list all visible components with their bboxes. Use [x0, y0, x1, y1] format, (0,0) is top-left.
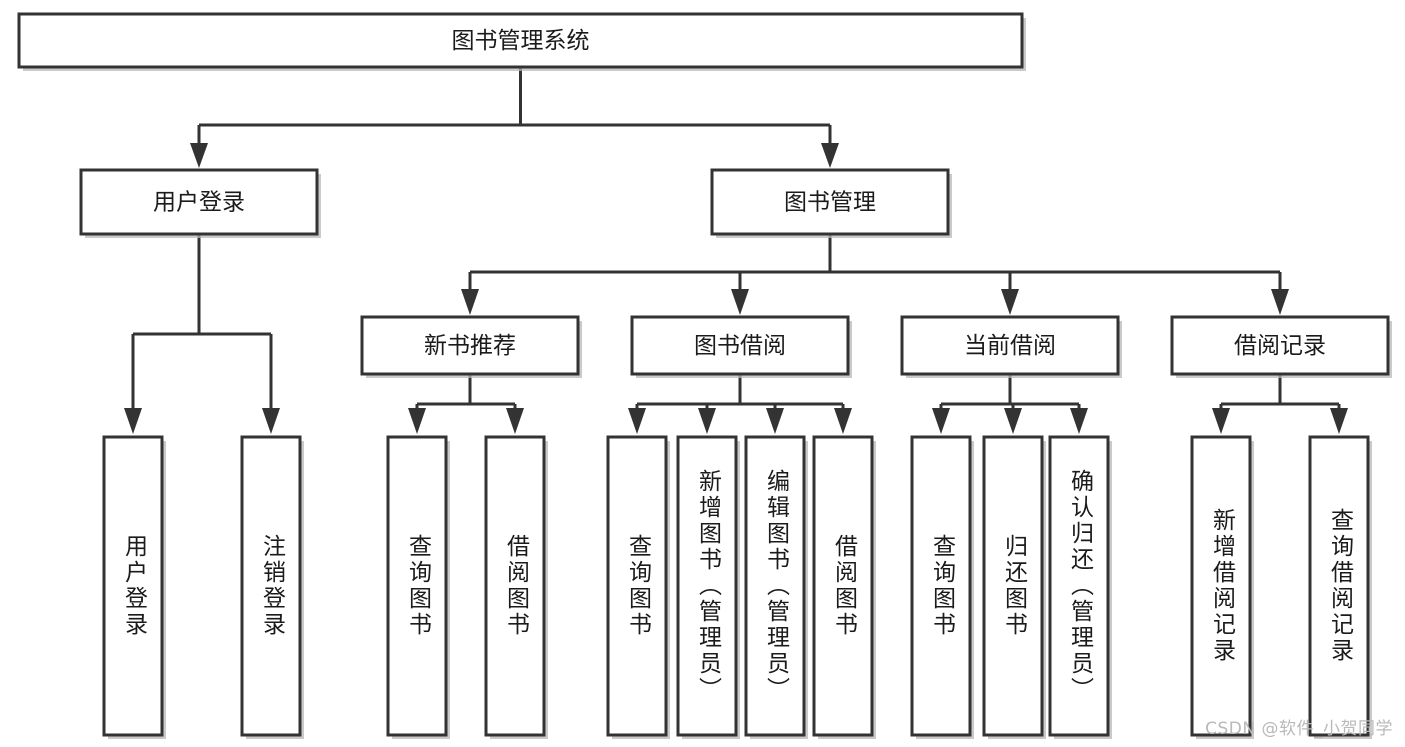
watermark-text: CSDN @软件_小贺同学 — [1205, 719, 1393, 739]
node-box-leaf-borrow-book-rec[interactable] — [484, 435, 546, 737]
connector-group-new-book-recommend — [408, 374, 524, 434]
node-box-leaf-user-login[interactable] — [102, 435, 164, 737]
arrow-to-book-borrow — [731, 289, 749, 315]
arrow-to-leaf-return-book — [1004, 408, 1022, 434]
node-box-leaf-add-borrow-record[interactable] — [1190, 435, 1252, 737]
arrow-to-leaf-query-book-current — [932, 408, 950, 434]
arrow-to-current-borrow — [1001, 289, 1019, 315]
arrow-root-to-user-login — [190, 143, 208, 168]
arrow-to-leaf-confirm-return — [1070, 408, 1088, 434]
node-box-leaf-user-logout[interactable] — [240, 435, 302, 737]
arrow-to-new-book-recommend — [461, 289, 479, 315]
node-label-book-management: 图书管理 — [784, 190, 876, 216]
node-box-user-login[interactable] — [79, 168, 319, 236]
node-box-book-borrow[interactable] — [630, 315, 850, 376]
node-box-current-borrow[interactable] — [900, 315, 1120, 376]
connector-group-user-login — [124, 234, 280, 434]
node-box-leaf-add-book[interactable] — [676, 435, 738, 737]
node-box-leaf-borrow-book[interactable] — [812, 435, 874, 737]
node-box-layer — [17, 12, 1392, 739]
arrow-to-borrow-records — [1271, 289, 1289, 315]
arrow-to-leaf-add-book — [698, 408, 716, 434]
node-box-leaf-query-book-current[interactable] — [910, 435, 972, 737]
arrow-to-leaf-user-login — [124, 408, 142, 434]
node-label-new-book-recommend: 新书推荐 — [424, 333, 516, 359]
node-label-user-login: 用户登录 — [153, 190, 245, 216]
connector-group-root — [190, 67, 839, 168]
connector-group-book-mgmt — [461, 234, 1289, 315]
node-box-leaf-query-book-borrow[interactable] — [606, 435, 668, 737]
arrow-to-leaf-query-borrow-record — [1330, 408, 1348, 434]
node-label-book-borrow: 图书借阅 — [694, 333, 786, 359]
connector-group-book-borrow — [628, 374, 852, 434]
arrow-to-leaf-add-borrow-record — [1212, 408, 1230, 434]
arrow-to-leaf-query-book-rec — [408, 408, 426, 434]
connector-group-current-borrow — [932, 374, 1088, 434]
node-box-book-management[interactable] — [710, 168, 950, 236]
arrow-root-to-book-mgmt — [821, 143, 839, 168]
arrow-to-leaf-borrow-book-rec — [506, 408, 524, 434]
node-box-leaf-query-borrow-record[interactable] — [1308, 435, 1370, 737]
node-box-leaf-confirm-return[interactable] — [1048, 435, 1110, 737]
node-box-borrow-records[interactable] — [1170, 315, 1390, 376]
node-label-current-borrow: 当前借阅 — [964, 333, 1056, 359]
arrow-to-leaf-user-logout — [262, 408, 280, 434]
arrow-to-leaf-query-book-borrow — [628, 408, 646, 434]
connector-group-borrow-records — [1212, 374, 1348, 434]
node-box-leaf-query-book-rec[interactable] — [386, 435, 448, 737]
arrow-to-leaf-borrow-book — [834, 408, 852, 434]
arrow-to-leaf-edit-book — [766, 408, 784, 434]
node-box-root[interactable] — [17, 12, 1024, 69]
node-box-new-book-recommend[interactable] — [360, 315, 580, 376]
node-label-borrow-records: 借阅记录 — [1234, 333, 1326, 359]
node-label-root: 图书管理系统 — [452, 28, 590, 54]
node-box-leaf-return-book[interactable] — [982, 435, 1044, 737]
node-box-leaf-edit-book[interactable] — [744, 435, 806, 737]
